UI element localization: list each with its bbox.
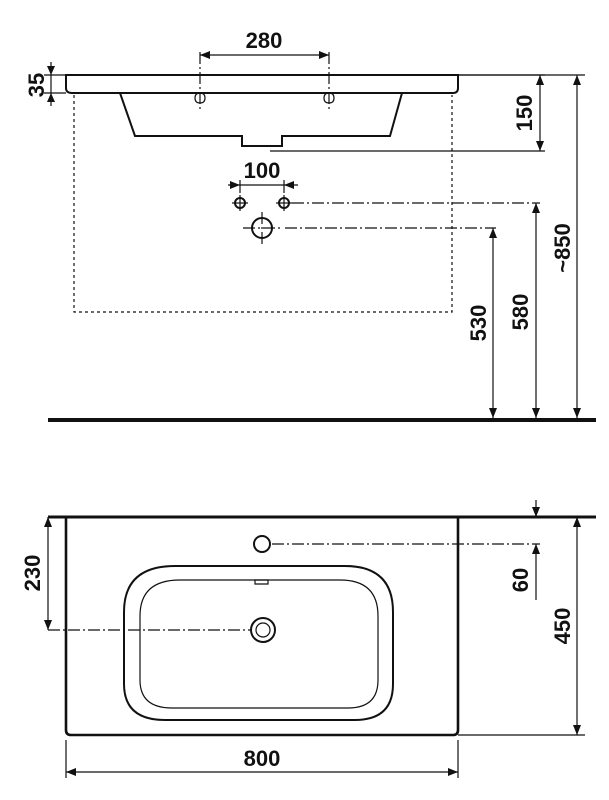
overflow-slot — [254, 579, 269, 585]
side-elevation: 280 35 150 100 — [24, 28, 596, 422]
basin-bowl — [119, 92, 403, 147]
dim-tap-hole-offset: 60 — [508, 568, 533, 592]
drain-hole — [250, 617, 276, 643]
dim-tap-hole-to-center: 230 — [20, 555, 45, 592]
bowl-inner-edge — [139, 579, 379, 709]
dim-drain-height: 530 — [466, 305, 491, 342]
tap-hole-markers — [194, 92, 335, 104]
supply-pipes — [232, 195, 292, 211]
dim-rim-thickness: 35 — [24, 73, 49, 97]
dim-basin-depth-top: 450 — [550, 608, 575, 645]
dim-basin-depth: 150 — [512, 95, 537, 132]
tap-hole — [253, 535, 271, 553]
bowl-outer-edge — [123, 565, 394, 721]
basin-outline — [64, 517, 460, 737]
dim-overall-height: ~850 — [550, 223, 575, 273]
dim-basin-width: 800 — [244, 746, 281, 771]
dim-holes-spacing: 280 — [246, 28, 283, 53]
dim-supply-height: 580 — [508, 294, 533, 331]
basin-rim — [65, 74, 459, 94]
dim-pipe-spacing: 100 — [244, 158, 281, 183]
plan-view: 230 60 450 800 — [20, 500, 596, 778]
drain-pipe — [243, 212, 281, 244]
